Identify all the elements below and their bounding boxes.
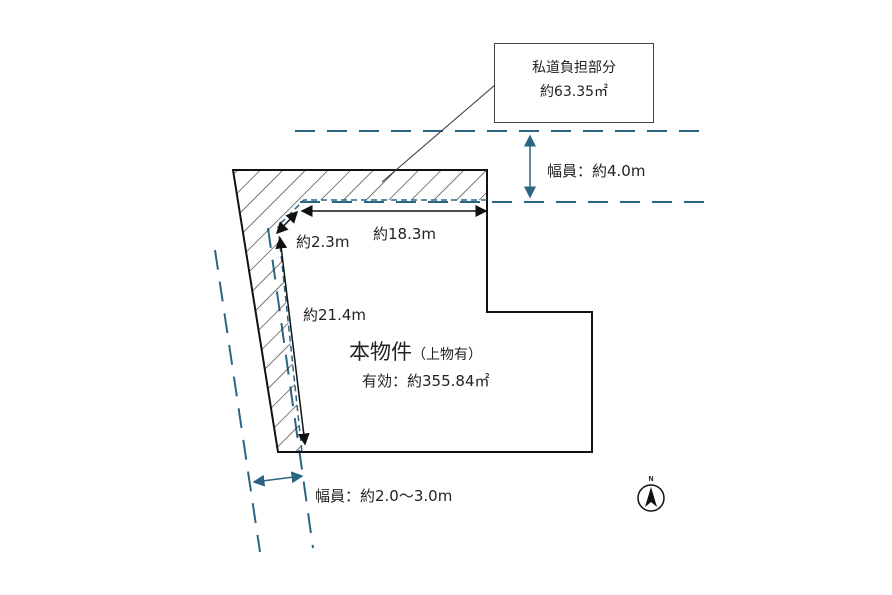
callout-area: 約63.35㎡: [539, 84, 609, 100]
dimension-arrow-corner: [275, 210, 299, 235]
west-road-width-arrow: [252, 471, 304, 487]
property-outline: [231, 169, 593, 453]
dimension-left-label: 約21.4m: [303, 306, 367, 324]
dimension-corner-label: 約2.3m: [296, 233, 350, 251]
property-note: （上物有）: [412, 347, 482, 363]
north-road-width-label: 幅員：約4.0m: [547, 162, 646, 180]
callout-title: 私道負担部分: [532, 60, 616, 76]
effective-area-label: 有効：約355.84㎡: [362, 372, 490, 390]
callout-leader-line: [381, 84, 496, 183]
west-road-width-label: 幅員：約2.0〜3.0m: [315, 487, 453, 505]
property-name: 本物件: [349, 340, 412, 364]
dimension-arrow-left: [275, 236, 310, 446]
west-road-edge-outer: [214, 249, 261, 553]
compass-letter: N: [648, 476, 653, 483]
property-title: 本物件（上物有）: [349, 336, 482, 366]
dimension-top-label: 約18.3m: [373, 225, 437, 243]
private-road-callout: 私道負担部分 約63.35㎡: [494, 43, 654, 123]
north-compass-icon: N: [637, 476, 665, 512]
